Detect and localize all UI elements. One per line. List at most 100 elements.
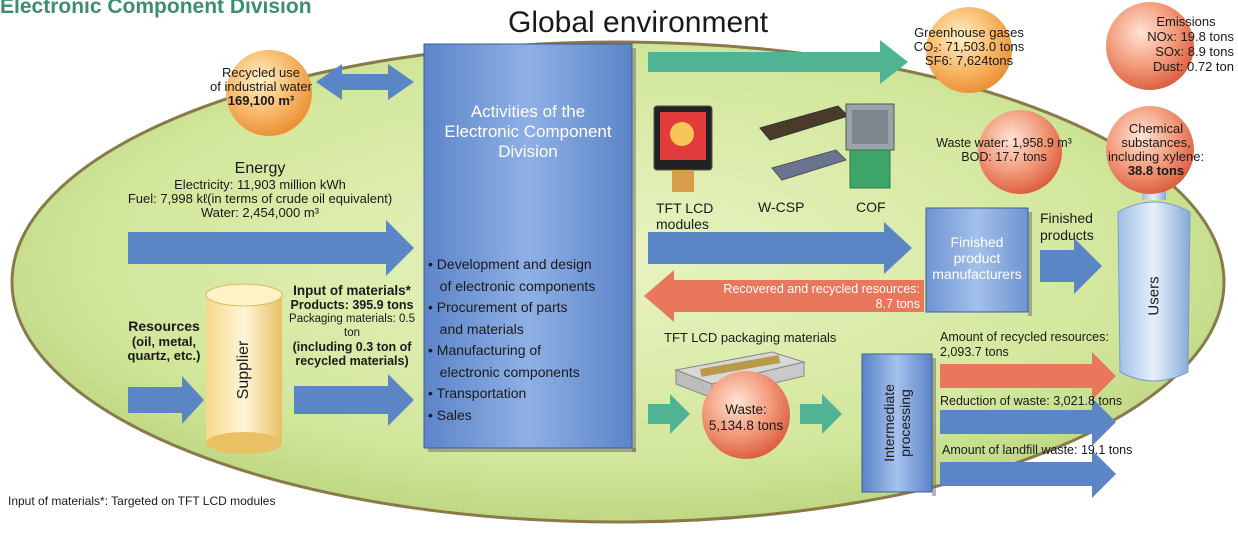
chemical-sphere — [1106, 106, 1194, 194]
water-recycle-line2: of industrial water — [210, 79, 312, 94]
cof-image — [845, 103, 895, 189]
waste-water-line1: Waste water: 1,958.9 m³ — [936, 136, 1072, 150]
emissions-arrow — [648, 40, 908, 84]
recycled-amount-line2: 2,093.7 tons — [940, 345, 1009, 359]
chemical-label: Chemical substances, including xylene: 3… — [1094, 122, 1218, 178]
input-arrow — [294, 374, 414, 426]
energy-label: Energy Electricity: 11,903 million kWh F… — [60, 160, 460, 220]
waste-water-label: Waste water: 1,958.9 m³ BOD: 17.7 tons — [926, 136, 1082, 164]
emissions-sphere — [1106, 2, 1194, 90]
reduction-arrow — [940, 398, 1116, 446]
activities-title-line3: Division — [498, 142, 558, 161]
tft-label-line1: TFT LCD — [656, 200, 714, 216]
wcsp-label: W-CSP — [758, 199, 805, 215]
activities-item: • Manufacturing of — [428, 342, 542, 358]
waste-water-line2: BOD: 17.7 tons — [961, 150, 1047, 164]
supplier-cylinder — [206, 295, 282, 443]
landfill-label: Amount of landfill waste: 19.1 tons — [942, 443, 1133, 457]
recovered-arrow — [644, 270, 924, 322]
chemical-line3: including xylene: — [1107, 149, 1205, 164]
waste-label: Waste: 5,134.8 tons — [700, 402, 792, 434]
input-materials-title: Input of materials* — [293, 283, 411, 298]
emissions-label: Emissions NOx: 19.8 tons SOx: 8.9 tons D… — [1104, 14, 1234, 74]
tft-lcd-image — [653, 105, 713, 192]
waste-line2: 5,134.8 tons — [708, 418, 784, 433]
recycled-amount-line1: Amount of recycled resources: — [940, 330, 1109, 344]
energy-arrow — [128, 220, 414, 276]
products-arrow — [648, 222, 912, 274]
recycled-arrow — [940, 352, 1116, 400]
greenhouse-sf6: SF6: 7,624tons — [924, 53, 1014, 68]
activities-list: • Development and design of electronic c… — [428, 254, 632, 426]
finished-manufacturers-line1: Finished — [950, 234, 1004, 250]
emissions-title: Emissions — [1156, 14, 1216, 29]
finished-manufacturers-line2: product — [953, 250, 1001, 266]
intermediate-line2: processing — [897, 389, 913, 457]
tft-label: TFT LCD modules — [656, 200, 713, 232]
resources-line1: (oil, metal, — [131, 334, 197, 349]
waste-out-arrow — [800, 394, 842, 434]
recycled-amount-label: Amount of recycled resources: 2,093.7 to… — [940, 330, 1109, 360]
waste-in-arrow — [648, 394, 690, 434]
intermediate-line1: Intermediate — [881, 384, 897, 462]
activities-item: • Procurement of parts — [428, 299, 568, 315]
finished-products-arrow — [1040, 238, 1102, 294]
resources-arrow — [128, 376, 204, 424]
input-materials-products: Products: 395.9 tons — [290, 298, 414, 312]
footnote: Input of materials*: Targeted on TFT LCD… — [8, 494, 276, 508]
activities-box — [423, 43, 633, 449]
division-title: Electronic Component Division — [0, 0, 312, 18]
emissions-sox: SOx: 8.9 tons — [1155, 44, 1234, 59]
activities-title-line1: Activities of the — [470, 102, 586, 121]
water-sphere — [226, 50, 312, 136]
input-materials-recycled2: recycled materials) — [295, 354, 409, 368]
emissions-dust: Dust: 0.72 ton — [1153, 59, 1234, 74]
intermediate-label: Intermediate processing — [881, 358, 913, 488]
chemical-line1: Chemical — [1128, 121, 1184, 136]
greenhouse-label: Greenhouse gases CO₂: 71,503.0 tons SF6:… — [904, 26, 1034, 68]
energy-title: Energy — [234, 160, 286, 177]
recovered-line1: Recovered and recycled resources: — [723, 282, 920, 296]
energy-water: Water: 2,454,000 m³ — [200, 205, 319, 220]
finished-products-line2: products — [1040, 227, 1094, 243]
recovered-label: Recovered and recycled resources: 8.7 to… — [664, 282, 920, 312]
wcsp-image — [759, 105, 849, 181]
reduction-label: Reduction of waste: 3,021.8 tons — [940, 394, 1123, 408]
greenhouse-co2: CO₂: 71,503.0 tons — [913, 39, 1025, 54]
energy-electricity: Electricity: 11,903 million kWh — [174, 177, 346, 192]
finished-manufacturers-box — [925, 207, 1029, 313]
greenhouse-sphere — [926, 7, 1012, 93]
landfill-arrow — [940, 450, 1116, 498]
resources-line2: quartz, etc.) — [127, 348, 201, 363]
input-materials-packaging: Packaging materials: 0.5 ton — [289, 313, 415, 339]
tft-label-line2: modules — [656, 216, 709, 232]
chemical-line4: 38.8 tons — [1127, 163, 1185, 178]
emissions-nox: NOx: 19.8 tons — [1147, 29, 1234, 44]
finished-manufacturers-line3: manufacturers — [932, 266, 1022, 282]
activities-item: • Development and design — [428, 256, 592, 272]
chemical-line2: substances, — [1121, 135, 1191, 150]
recovered-line2: 8.7 tons — [875, 297, 920, 311]
resources-label: Resources (oil, metal, quartz, etc.) — [118, 318, 210, 363]
water-recycle-value: 169,100 m³ — [227, 93, 295, 108]
waste-sphere — [702, 371, 790, 459]
packaging-label: TFT LCD packaging materials — [664, 330, 837, 345]
water-recycle-label: Recycled use of industrial water 169,100… — [188, 66, 334, 108]
cof-label: COF — [856, 199, 886, 215]
intermediate-processing-box — [861, 353, 933, 493]
activities-item: of electronic components — [428, 277, 596, 294]
activities-item: electronic components — [428, 363, 580, 380]
users-label: Users — [1145, 276, 1163, 316]
finished-products-line1: Finished — [1040, 210, 1093, 226]
wastewater-sphere — [978, 110, 1062, 194]
supplier-label: Supplier — [235, 340, 252, 400]
waste-line1: Waste: — [725, 402, 767, 417]
input-materials-label: Input of materials* Products: 395.9 tons… — [284, 283, 420, 369]
water-recycle-line1: Recycled use — [221, 65, 301, 80]
water-double-arrow — [316, 64, 414, 100]
activities-item: and materials — [428, 320, 524, 337]
input-materials-recycled1: (including 0.3 ton of — [292, 340, 412, 354]
resources-title: Resources — [128, 318, 200, 334]
global-environment-title: Global environment — [508, 6, 769, 39]
